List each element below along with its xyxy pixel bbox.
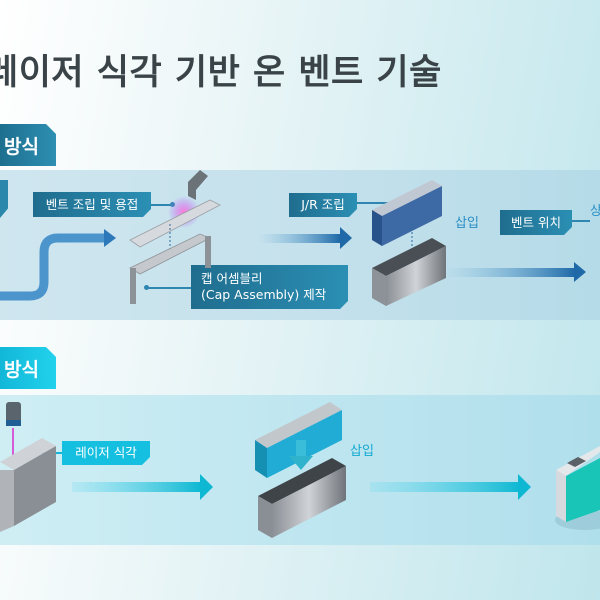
leader-line [147,287,191,289]
leader-line [151,204,173,206]
flow-arrow-5 [370,474,531,500]
laser-head-icon [6,402,21,456]
flow-arrow-4 [72,474,213,500]
jelly-roll-icon [372,180,442,246]
flow-arrow-2 [258,227,352,249]
vent-plate-icon [129,199,221,248]
leader-line [357,202,397,204]
cap-assembly-line1: 캡 어셈블리 [201,271,263,287]
section-label-laser: 방식 [0,347,56,389]
tag-vent-assembly-welding: 벤트 조립 및 용접 [33,192,151,217]
flow-arrow-curve [0,229,116,301]
flow-arrow-3 [445,262,586,282]
insert-arrow-icon [289,440,313,470]
tag-jr-assembly: J/R 조립 [289,193,357,217]
tag-cap-assembly: 캡 어셈블리 (Cap Assembly) 제작 [191,265,348,309]
tag-vent-position: 벤트 위치 [500,210,572,235]
cropped-tag-edge [0,180,8,218]
welding-nozzle-icon [188,170,208,200]
section-label-conventional: 방식 [0,124,56,166]
cap-plate-icon [129,233,211,304]
battery-can-icon [372,238,446,306]
tag-laser-etching: 레이저 식각 [62,441,150,465]
label-cut-off: 상 [590,204,600,219]
empty-can-icon [258,458,346,538]
page-title: 레이저 식각 기반 온 벤트 기술 [0,53,442,93]
leader-line [572,220,590,222]
label-insert-1: 삽입 [455,216,479,231]
etched-can-icon [0,438,56,532]
leader-dot [144,285,149,290]
cap-assembly-line2: (Cap Assembly) 제작 [201,287,327,302]
label-insert-2: 삽입 [350,444,374,459]
finished-cell-icon [555,446,600,530]
